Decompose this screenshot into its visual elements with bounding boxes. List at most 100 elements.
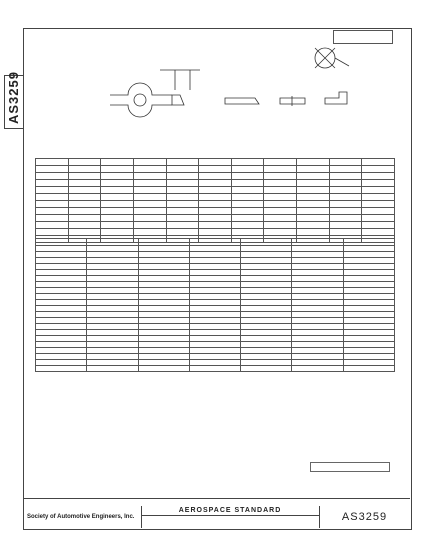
society-name: Society of Automotive Engineers, Inc. <box>27 514 135 520</box>
dimension-cell <box>67 193 102 201</box>
dimension-cell <box>67 158 102 166</box>
dimension-cell <box>165 228 200 236</box>
dimension-cell <box>67 186 102 194</box>
dimension-cell <box>361 186 395 194</box>
dimension-cell <box>100 179 134 187</box>
dimension-cell <box>328 186 363 194</box>
dimension-cell <box>35 214 69 222</box>
dimension-cell <box>263 221 297 229</box>
dimension-cell <box>198 221 232 229</box>
dimension-cell <box>35 172 69 180</box>
dimension-cell <box>67 165 102 173</box>
dimension-cell <box>35 221 69 229</box>
dimension-cell <box>132 186 167 194</box>
dimension-cell <box>230 200 265 208</box>
dimension-cell <box>328 165 363 173</box>
drawing-frame <box>23 28 412 530</box>
dimension-cell <box>230 207 265 215</box>
dimension-cell <box>35 207 69 215</box>
dimension-cell <box>100 200 134 208</box>
standard-label: AEROSPACE STANDARD <box>141 506 319 516</box>
number-cell: AS3259 <box>319 506 410 528</box>
dimension-cell <box>165 193 200 201</box>
dimension-cell <box>165 158 200 166</box>
dimension-cell <box>328 200 363 208</box>
dimension-cell <box>328 158 363 166</box>
dimension-row <box>35 214 395 222</box>
part-header-cell <box>137 238 190 246</box>
dimension-cell <box>361 228 395 236</box>
dimension-cell <box>296 179 330 187</box>
part-header-cell <box>86 238 139 246</box>
dimension-cell <box>263 214 297 222</box>
dimension-cell <box>165 214 200 222</box>
dimension-cell <box>198 165 232 173</box>
title-block: Society of Automotive Engineers, Inc. AE… <box>23 498 410 529</box>
dimension-row <box>35 165 395 173</box>
dimension-cell <box>296 172 330 180</box>
dimension-cell <box>361 221 395 229</box>
dimension-cell <box>361 172 395 180</box>
dimension-cell <box>132 158 167 166</box>
dimension-cell <box>263 207 297 215</box>
dimension-cell <box>263 165 297 173</box>
dimension-row <box>35 207 395 215</box>
part-header-cell <box>240 238 293 246</box>
dimension-cell <box>328 172 363 180</box>
dimension-cell <box>132 193 167 201</box>
part-header-cell <box>34 238 88 246</box>
part-number-table <box>34 238 396 372</box>
dimension-cell <box>328 207 363 215</box>
dimension-cell <box>198 214 232 222</box>
dimension-cell <box>165 179 200 187</box>
dimension-cell <box>361 193 395 201</box>
dimension-row <box>35 193 395 201</box>
dimension-cell <box>165 207 200 215</box>
dimension-cell <box>35 165 69 173</box>
dimension-cell <box>263 158 297 166</box>
dimension-cell <box>100 165 134 173</box>
dimension-cell <box>100 193 134 201</box>
dimension-cell <box>296 193 330 201</box>
dimension-cell <box>230 172 265 180</box>
part-row <box>34 341 396 348</box>
dimension-cell <box>35 158 69 166</box>
dimension-row <box>35 172 395 180</box>
dimension-cell <box>198 186 232 194</box>
dimension-cell <box>296 221 330 229</box>
dimension-cell <box>198 158 232 166</box>
side-footer <box>406 330 418 470</box>
part-row <box>34 353 396 360</box>
dimension-cell <box>132 172 167 180</box>
dimension-cell <box>35 186 69 194</box>
dimension-cell <box>361 200 395 208</box>
dimension-cell <box>67 172 102 180</box>
part-row <box>34 329 396 336</box>
dimension-row <box>35 200 395 208</box>
dimension-cell <box>100 221 134 229</box>
dimension-cell <box>361 179 395 187</box>
dimension-cell <box>165 186 200 194</box>
part-header-cell <box>188 238 242 246</box>
dimension-cell <box>296 207 330 215</box>
dimension-cell <box>198 228 232 236</box>
dimension-cell <box>132 179 167 187</box>
dimension-cell <box>296 228 330 236</box>
dimension-cell <box>198 172 232 180</box>
dimension-cell <box>100 158 134 166</box>
dimension-cell <box>328 221 363 229</box>
dimension-cell <box>198 200 232 208</box>
part-row <box>34 365 396 372</box>
dimension-cell <box>263 193 297 201</box>
dimension-cell <box>35 193 69 201</box>
dimension-cell <box>296 200 330 208</box>
dimension-cell <box>230 228 265 236</box>
dimension-cell <box>296 214 330 222</box>
dimension-cell <box>361 165 395 173</box>
dimension-cell <box>35 228 69 236</box>
approval-stamp <box>310 462 390 472</box>
dimension-cell <box>132 214 167 222</box>
dimension-row <box>35 158 395 166</box>
terminal-drawing-figure <box>110 47 350 118</box>
